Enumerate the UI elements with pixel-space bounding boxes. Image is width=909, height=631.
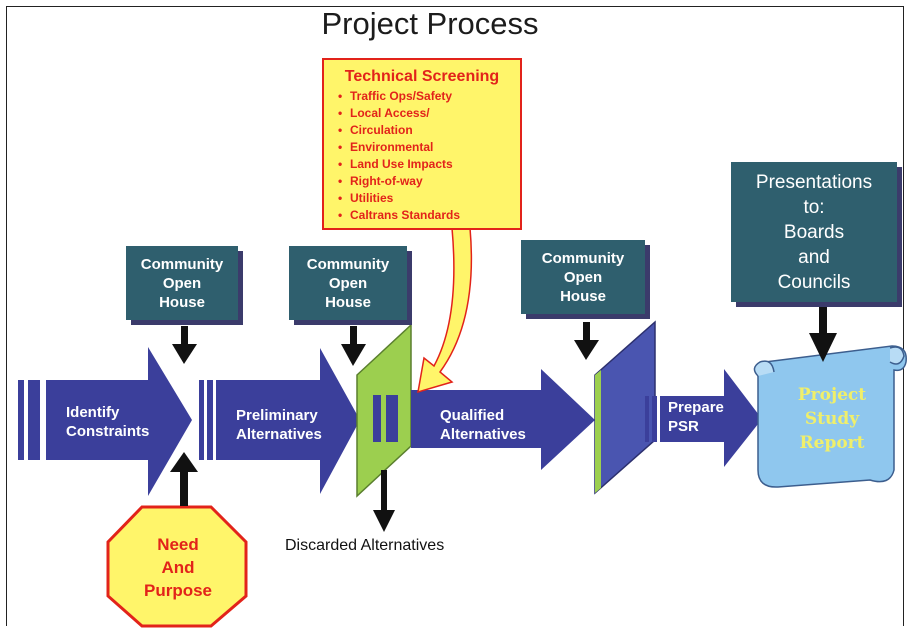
screening-item: Land Use Impacts bbox=[338, 156, 520, 173]
qualified-alternatives-label: Qualified Alternatives bbox=[440, 407, 526, 443]
qualified-alternatives-arrow bbox=[411, 369, 595, 470]
screening-item: Environmental bbox=[338, 139, 520, 156]
screening-curved-arrow bbox=[417, 227, 473, 394]
screening-item: Traffic Ops/Safety bbox=[338, 88, 520, 105]
report-scroll bbox=[753, 345, 907, 488]
technical-screening-heading: Technical Screening bbox=[344, 68, 500, 85]
prepare-psr-arrow bbox=[645, 369, 762, 467]
screening-panel-1 bbox=[356, 323, 412, 498]
box-label: Community Open House bbox=[541, 249, 625, 305]
screening-item: Utilities bbox=[338, 190, 520, 207]
community-open-house-box-1: Community Open House bbox=[126, 246, 238, 320]
box-label: Community Open House bbox=[306, 255, 390, 311]
preliminary-alternatives-label: Preliminary Alternatives bbox=[236, 407, 322, 443]
frame-border bbox=[6, 6, 904, 626]
community-open-house-box-3: Community Open House bbox=[521, 240, 645, 314]
screening-item: Right-of-way bbox=[338, 173, 520, 190]
preliminary-alternatives-arrow bbox=[199, 348, 360, 494]
prepare-psr-label: Prepare PSR bbox=[668, 399, 724, 435]
need-and-purpose-label: Need And Purpose bbox=[143, 535, 213, 600]
discarded-alternatives-label: Discarded Alternatives bbox=[285, 537, 445, 554]
screening-item-continued: Circulation bbox=[338, 122, 520, 139]
identify-constraints-label: Identify Constraints bbox=[66, 404, 150, 440]
box-label: Presentations to: Boards and Councils bbox=[755, 171, 873, 293]
box-label: Community Open House bbox=[140, 255, 224, 311]
presentations-box: Presentations to: Boards and Councils bbox=[731, 162, 897, 302]
need-purpose-octagon bbox=[106, 505, 248, 628]
community-open-house-box-2: Community Open House bbox=[289, 246, 407, 320]
page-title: Project Process bbox=[321, 6, 539, 41]
connector-arrows bbox=[170, 306, 837, 532]
project-study-report-label: Project Study Report bbox=[797, 385, 867, 453]
technical-screening-list: Traffic Ops/Safety Local Access/ Circula… bbox=[324, 88, 520, 224]
identify-constraints-arrow bbox=[18, 347, 192, 496]
technical-screening-box: Technical Screening Traffic Ops/Safety L… bbox=[322, 58, 522, 230]
screening-item: Local Access/ bbox=[338, 105, 520, 122]
screening-item: Caltrans Standards bbox=[338, 207, 520, 224]
